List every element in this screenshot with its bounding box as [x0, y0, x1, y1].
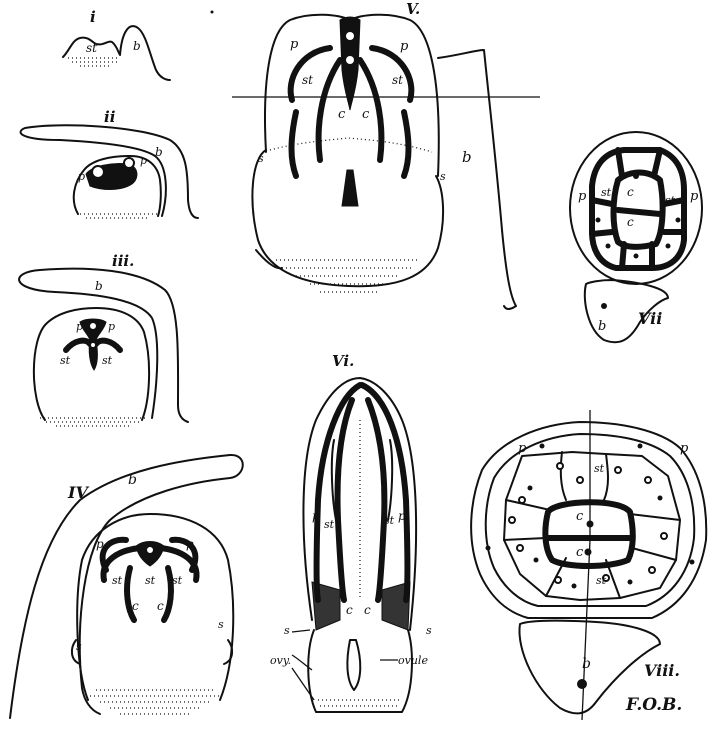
figure-v: V. p p st st c c s s b [232, 0, 540, 309]
figure-v-numeral: V. [406, 0, 420, 18]
label-c: c [627, 215, 634, 229]
label-b: b [95, 279, 103, 293]
label-p: p [140, 154, 147, 167]
label-st: st [302, 73, 313, 87]
label-c: c [132, 599, 139, 613]
label-p: p [290, 37, 299, 52]
label-st: st [102, 354, 113, 367]
label-p: p [398, 509, 406, 523]
label-p: p [312, 509, 320, 523]
label-b: b [462, 148, 472, 166]
figure-vi-numeral: Vi. [332, 352, 354, 370]
label-st: st [145, 574, 156, 587]
label-p: p [578, 189, 587, 204]
label-p: p [518, 441, 527, 456]
label-c: c [627, 185, 634, 199]
label-st: st [112, 574, 123, 587]
label-c: c [364, 603, 371, 617]
label-st: st [601, 186, 612, 199]
label-s: s [218, 618, 224, 631]
label-c: c [576, 509, 584, 524]
label-s: s [284, 624, 290, 637]
label-b: b [598, 319, 606, 334]
figure-vi: Vi. p p st st c c s s ovy. ovule [270, 352, 432, 712]
figure-viii-numeral: Viii. [644, 661, 680, 680]
figure-iii: iii. b p p st st [19, 252, 188, 426]
label-p: p [76, 320, 83, 333]
figure-i-numeral: i [90, 8, 96, 26]
label-s: s [440, 170, 446, 183]
label-p: p [108, 320, 115, 333]
label-st: st [392, 73, 403, 87]
label-ovy: ovy. [270, 654, 291, 667]
label-st: st [596, 574, 607, 587]
figure-vii: Vii p p st st c c b [570, 132, 702, 342]
label-p: p [96, 537, 104, 551]
figure-vii-numeral: Vii [638, 309, 662, 328]
label-b: b [128, 472, 137, 488]
label-st: st [60, 354, 71, 367]
label-st: st [86, 41, 97, 55]
label-p: p [186, 537, 194, 551]
label-p: p [690, 189, 699, 204]
figure-iv: IV b p p st st st c c s s [10, 455, 243, 718]
label-s: s [258, 152, 264, 165]
figure-ii: ii b p p [21, 108, 198, 218]
label-c: c [338, 107, 346, 122]
label-c: c [157, 599, 164, 613]
figure-ii-numeral: ii [104, 108, 116, 126]
figure-iv-numeral: IV [67, 483, 89, 502]
label-st: st [172, 574, 183, 587]
figure-i: i st b [63, 8, 170, 80]
label-c: c [576, 545, 584, 560]
figure-iii-numeral: iii. [112, 252, 134, 270]
label-st: st [594, 462, 605, 475]
label-p: p [680, 441, 689, 456]
figure-viii: Viii. p p st st c c b [471, 410, 706, 720]
label-st: st [384, 514, 395, 527]
label-p: p [400, 39, 409, 54]
label-s: s [76, 640, 82, 653]
artist-signature: F.O.B. [625, 695, 682, 715]
label-ovule: ovule [398, 654, 428, 667]
label-s: s [426, 624, 432, 637]
label-st: st [324, 518, 335, 531]
label-st: st [665, 194, 676, 207]
label-b: b [582, 656, 591, 672]
label-b: b [133, 39, 141, 53]
label-p: p [78, 170, 85, 183]
label-b: b [155, 145, 163, 159]
label-c: c [362, 107, 370, 122]
label-c: c [346, 603, 353, 617]
